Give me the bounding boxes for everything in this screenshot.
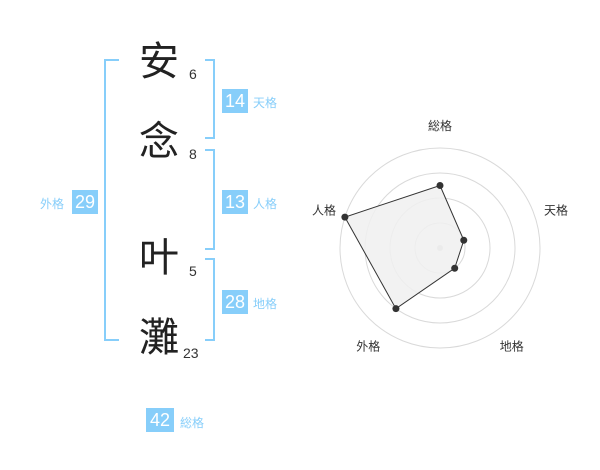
tenkaku-bracket — [205, 59, 215, 139]
soukaku-badge: 42 — [146, 408, 174, 432]
radar-point-3 — [451, 264, 459, 272]
chikaku-label: 地格 — [253, 297, 278, 311]
gaikaku-bracket — [104, 59, 119, 341]
radar-ring-4 — [339, 147, 541, 349]
name-char-4: 灘 — [139, 315, 179, 361]
radar-axis-label-3: 地格 — [500, 339, 524, 354]
radar-point-4 — [392, 305, 400, 313]
radar-axis-label-2: 天格 — [544, 202, 568, 217]
name-char-3: 叶 — [139, 235, 179, 281]
name-char-2: 念 — [139, 119, 179, 165]
stroke-count-4: 23 — [183, 345, 199, 361]
radar-point-2 — [460, 236, 468, 244]
stroke-count-1: 6 — [189, 66, 197, 82]
stroke-count-3: 5 — [189, 263, 197, 279]
tenkaku-badge: 14 — [222, 89, 248, 113]
radar-point-5 — [341, 213, 349, 221]
gaikaku-badge: 29 — [72, 190, 98, 214]
radar-axis-label-4: 外格 — [356, 339, 380, 354]
radar-point-1 — [436, 182, 444, 189]
chikaku-bracket — [205, 258, 215, 341]
radar-axis-label-5: 人格 — [312, 202, 336, 217]
radar-points — [341, 182, 468, 313]
tenkaku-label: 天格 — [253, 96, 278, 110]
name-char-1: 安 — [139, 39, 179, 85]
jinkaku-bracket — [205, 149, 215, 250]
jinkaku-label: 人格 — [253, 197, 278, 211]
stroke-count-2: 8 — [189, 146, 197, 162]
radar-series-polygon — [344, 184, 465, 310]
radar-axis-label-1: 総格 — [428, 118, 452, 133]
jinkaku-badge: 13 — [222, 190, 248, 214]
soukaku-label: 総格 — [180, 416, 205, 430]
gaikaku-label: 外格 — [40, 197, 65, 211]
chikaku-badge: 28 — [222, 290, 248, 314]
